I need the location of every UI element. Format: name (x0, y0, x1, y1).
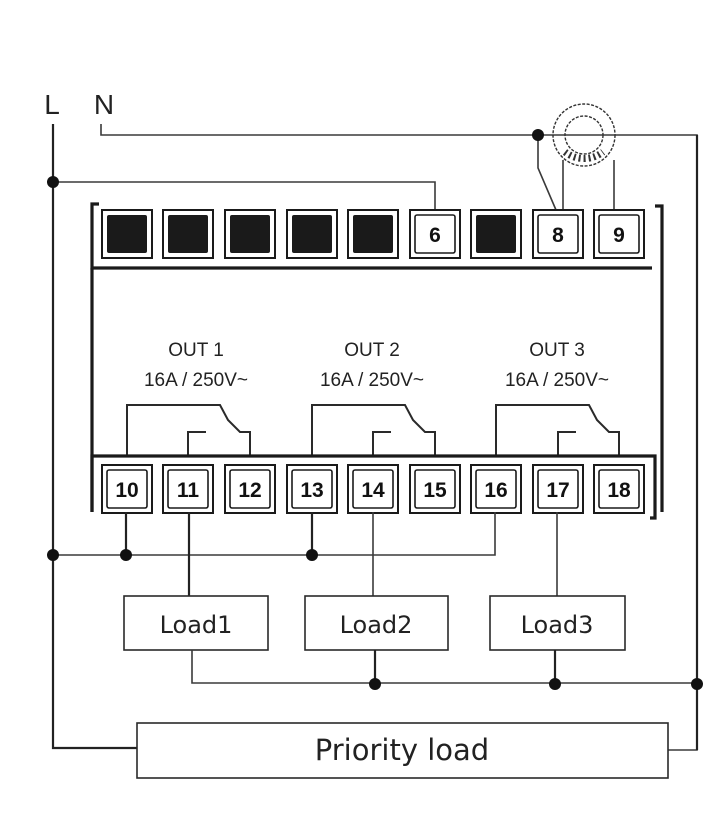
terminal-number: 9 (613, 224, 625, 247)
neutral-label-N: N (94, 89, 114, 120)
out1-rating: 16A / 250V~ (144, 370, 248, 391)
terminal-15: 15 (409, 464, 461, 514)
output-labels: OUT 1 16A / 250V~ OUT 2 16A / 250V~ OUT … (144, 340, 609, 391)
top-terminal-strip: 6 8 9 (101, 209, 645, 259)
junction-dot (47, 549, 59, 561)
terminal-11: 11 (162, 464, 214, 514)
load3: Load3 (489, 595, 626, 651)
relay-contact-out1-icon (126, 404, 251, 456)
terminal-number: 13 (300, 479, 323, 502)
blank-terminal (286, 209, 338, 259)
out1-name: OUT 1 (168, 340, 224, 361)
blank-terminal (470, 209, 522, 259)
junction-dot (691, 678, 703, 690)
terminal-8: 8 (532, 209, 584, 259)
load-neutral-wire (191, 650, 697, 684)
junction-dot (369, 678, 381, 690)
terminal-16: 16 (470, 464, 522, 514)
housing-top-left (90, 202, 652, 270)
terminal-6: 6 (409, 209, 461, 259)
terminal-12: 12 (224, 464, 276, 514)
load3-label: Load3 (521, 611, 594, 639)
terminal-number: 11 (177, 479, 200, 502)
out2-rating: 16A / 250V~ (320, 370, 424, 391)
terminal-18: 18 (593, 464, 645, 514)
terminal-13: 13 (286, 464, 338, 514)
relay-contact-out2-icon (311, 404, 436, 456)
junction-dot (549, 678, 561, 690)
terminal-10: 10 (101, 464, 153, 514)
blank-terminal (162, 209, 214, 259)
terminal-number: 17 (546, 479, 569, 502)
terminal-17: 17 (532, 464, 584, 514)
terminal-number: 18 (607, 479, 631, 502)
common-bus-wire (53, 512, 496, 556)
neutral-to-terminal-8-wire (537, 135, 557, 211)
junction-dot (47, 176, 59, 188)
load2: Load2 (304, 595, 449, 651)
out3-rating: 16A / 250V~ (505, 370, 609, 391)
load2-label: Load2 (340, 611, 413, 639)
out3-name: OUT 3 (529, 340, 585, 361)
priority-load-label: Priority load (315, 733, 489, 767)
terminal-number: 14 (361, 479, 385, 502)
terminal-number: 10 (115, 479, 138, 502)
relay-contacts (126, 404, 620, 456)
load1-label: Load1 (160, 611, 233, 639)
terminal-number: 8 (552, 224, 564, 247)
terminal-number: 12 (238, 479, 261, 502)
line-label-L: L (44, 89, 60, 120)
blank-terminal (347, 209, 399, 259)
out2-name: OUT 2 (344, 340, 400, 361)
priority-load: Priority load (136, 722, 669, 779)
blank-terminal (101, 209, 153, 259)
housing-bottom (90, 454, 657, 520)
terminal-number: 6 (429, 224, 441, 247)
housing-top-right (655, 204, 664, 270)
line-wire (51, 124, 137, 750)
toroid-current-transformer-icon (552, 103, 616, 210)
relay-contact-out3-icon (495, 404, 620, 456)
terminal-9: 9 (593, 209, 645, 259)
junction-dot (306, 549, 318, 561)
junction-dot (532, 129, 544, 141)
terminal-number: 16 (484, 479, 507, 502)
terminal-14: 14 (347, 464, 399, 514)
load1: Load1 (123, 595, 269, 651)
bottom-terminal-strip: 10 11 12 13 14 15 16 17 18 (101, 464, 645, 514)
line-to-terminal-6-wire (53, 181, 436, 212)
blank-terminal (224, 209, 276, 259)
junction-dot (120, 549, 132, 561)
terminal-number: 15 (423, 479, 447, 502)
